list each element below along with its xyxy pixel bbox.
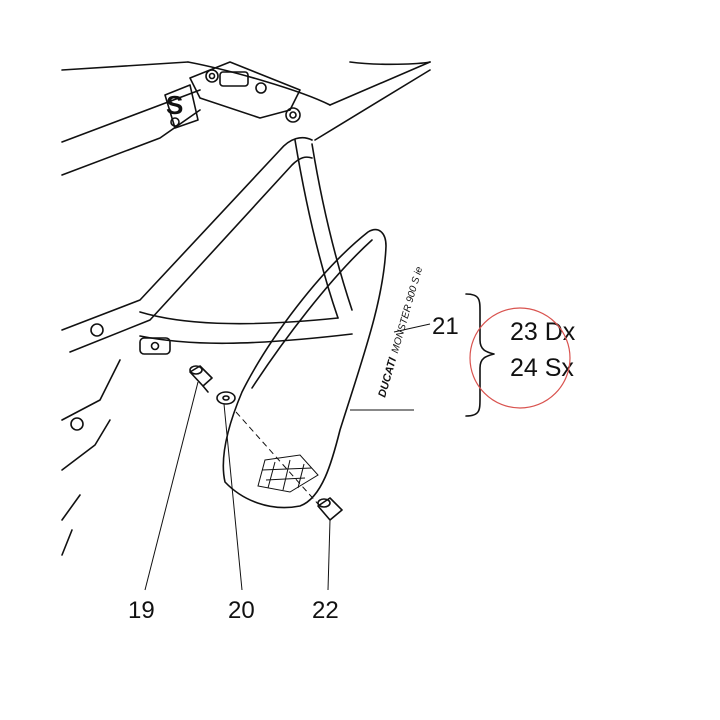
callout-21: 21 [432,313,459,340]
seat-latch-mark: S [166,90,183,120]
variant-right: 23 Dx [510,318,576,346]
bolt-part-19 [189,365,213,393]
washer-part-20 [216,391,236,405]
callout-20: 20 [228,597,255,624]
seat-latch-plate: S [164,61,301,129]
grommet-part-22 [317,497,343,521]
variant-brace [465,293,495,417]
variant-left: 24 Sx [510,354,574,382]
highlight-circle [469,307,571,409]
cover-decal-model: MONSTER 900 S ie [390,265,425,354]
cover-decal-brand: DUCATI [376,355,399,398]
callout-19: 19 [128,597,155,624]
motorcycle-frame [61,61,431,556]
callout-22: 22 [312,597,339,624]
leader-lines [144,323,431,591]
